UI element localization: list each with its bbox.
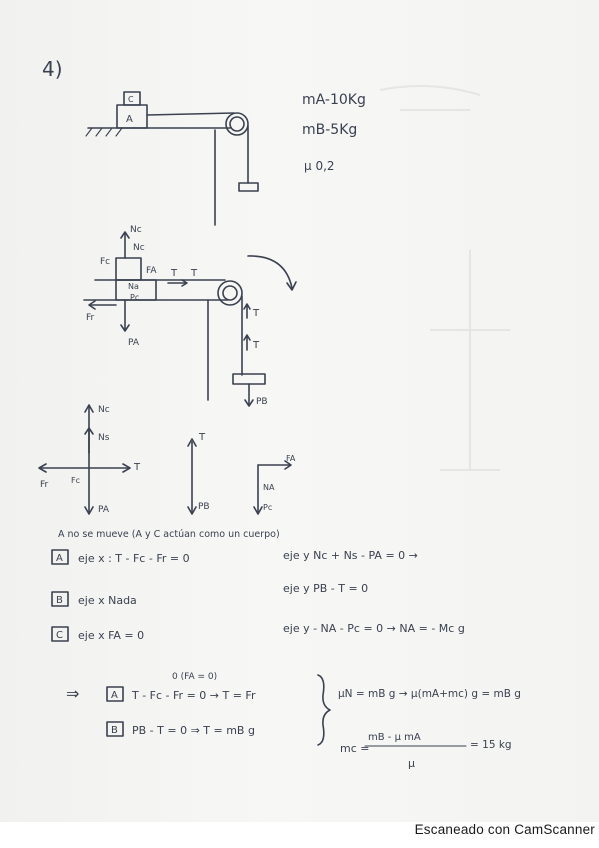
fbd-t-vert2: T (252, 340, 260, 351)
fbd-t-vert1: T (252, 308, 260, 319)
eq-c-box: C (56, 630, 63, 641)
fbd-fc: Fc (100, 257, 110, 267)
eq-c-x: eje x FA = 0 (78, 629, 144, 642)
sol-mc-den: μ (408, 757, 415, 770)
sol-a-box: A (111, 690, 118, 701)
svg-text:C: C (128, 95, 134, 104)
axes-t-b: T (198, 432, 206, 443)
eq-a-x: eje x : T - Fc - Fr = 0 (78, 552, 190, 565)
sol-mc-label: mc = (340, 742, 369, 755)
fbd-pc: Pc (130, 293, 139, 302)
fbd-t1: T (170, 268, 178, 279)
given-mu: μ 0,2 (304, 159, 335, 173)
scanner-footer: Escaneado con CamScanner (0, 822, 599, 848)
note-text: A no se mueve (A y C actúan como un cuer… (58, 529, 280, 540)
eq-b-x: eje x Nada (78, 594, 137, 607)
eq-a-box: A (56, 553, 63, 564)
sol-mc-num: mB - μ mA (368, 732, 421, 743)
axes-ns: Ns (98, 433, 110, 443)
fbd-pa: PA (128, 338, 140, 348)
axes-diagrams (38, 404, 292, 515)
axes-pa: PA (98, 505, 110, 515)
handwritten-content: 4) A C mA-10Kg mB-5Kg μ 0,2 (38, 57, 521, 770)
axes-nc: Nc (98, 405, 110, 415)
eq-c-y: eje y - NA - Pc = 0 → NA = - Mc g (283, 622, 465, 635)
sol-mu-eq: μN = mB g → μ(mA+mc) g = mB g (338, 688, 521, 700)
fbd-pb: PB (256, 397, 268, 407)
eq-a-y: eje y Nc + Ns - PA = 0 → (283, 549, 418, 562)
fbd-fr: Fr (86, 313, 95, 323)
solution-fa-note: 0 (FA = 0) (172, 672, 217, 682)
sol-mc-result: = 15 kg (470, 739, 512, 751)
axes-t: T (133, 462, 141, 473)
given-mb: mB-5Kg (302, 122, 357, 138)
sol-b-eq: PB - T = 0 ⇒ T = mB g (132, 724, 255, 737)
footer-watermark: Escaneado con CamScanner (414, 822, 595, 837)
axes-fa: FA (286, 454, 296, 463)
sol-a-eq: T - Fc - Fr = 0 → T = Fr (131, 689, 256, 702)
solution-arrow: ⇒ (66, 684, 79, 703)
fbd-t2: T (190, 268, 198, 279)
problem-number: 4) (42, 57, 63, 81)
fbd-nc: Nc (130, 225, 142, 235)
fbd-na-mid: Na (128, 282, 139, 291)
axes-na: NA (263, 483, 275, 492)
axes-pc: Pc (263, 503, 272, 512)
solution-block: 0 (FA = 0) ⇒ A T - Fc - Fr = 0 → T = Fr … (66, 672, 521, 770)
sol-b-box: B (111, 725, 118, 736)
fbd-fa: FA (146, 266, 157, 276)
given-ma: mA-10Kg (302, 92, 366, 108)
svg-text:A: A (126, 114, 133, 125)
bleed-through (379, 85, 510, 471)
fbd-na-top: Nc (133, 243, 145, 253)
equations-block: A eje x : T - Fc - Fr = 0 eje y Nc + Ns … (51, 549, 465, 642)
axes-fc: Fc (71, 476, 80, 485)
eq-b-y: eje y PB - T = 0 (283, 582, 368, 595)
force-diagram (83, 231, 297, 407)
eq-b-box: B (56, 595, 63, 606)
setup-diagram: A C (85, 91, 259, 226)
scanned-page: 4) A C mA-10Kg mB-5Kg μ 0,2 (0, 0, 599, 822)
axes-pb: PB (198, 502, 210, 512)
axes-fr: Fr (40, 480, 49, 490)
